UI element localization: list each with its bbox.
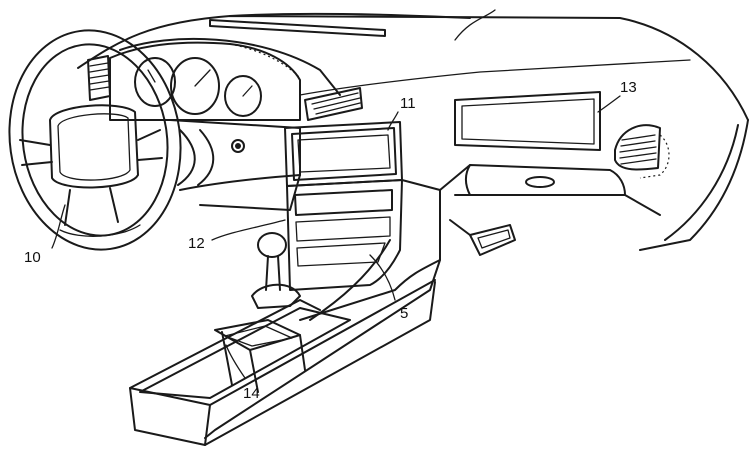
left-air-vent [87,55,111,101]
ignition-switch [231,139,245,153]
center-air-vent [304,87,363,121]
speedometer-gauge [170,57,220,115]
gear-shifter [251,232,301,309]
label-glove-box-panel: 13 [620,79,637,96]
leader-lines [51,95,621,379]
storage-tray [214,319,306,393]
label-steering-wheel: 10 [24,249,41,266]
label-display-unit: 11 [400,95,416,112]
glove-box-panel [454,91,601,151]
lower-console-panel [294,189,393,216]
instrument-cluster [109,37,341,121]
label-center-console: 5 [400,305,408,322]
glove-box [439,164,661,216]
label-storage-tray: 14 [243,385,260,402]
tachometer-gauge [134,57,176,107]
lower-dash-left [169,119,301,211]
center-stack [286,179,403,291]
glove-box-latch [525,176,555,188]
floor-bracket [449,219,516,256]
label-lower-console-panel: 12 [188,235,205,252]
display-unit [284,121,403,187]
center-console [129,179,441,446]
dashboard-shell [77,9,749,251]
steering-wheel [8,29,182,251]
right-air-vent [614,124,670,179]
fuel-gauge [224,75,262,117]
